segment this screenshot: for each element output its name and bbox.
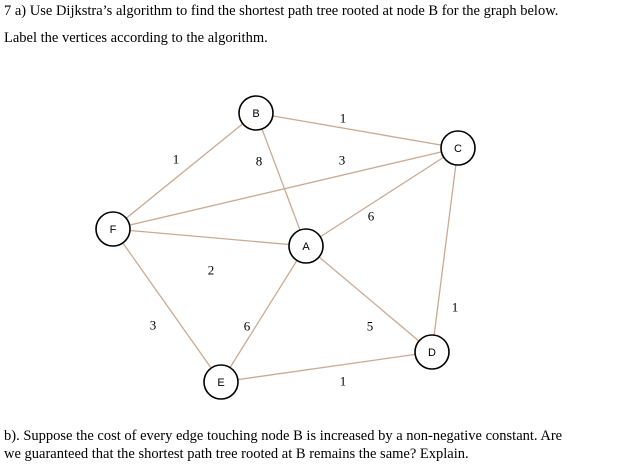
edge-weight-f-c: 3 bbox=[339, 153, 346, 168]
node-f bbox=[95, 211, 131, 247]
node-label-a: A bbox=[302, 241, 310, 253]
edge-e-d bbox=[220, 351, 433, 383]
edge-weight-e-d: 1 bbox=[340, 374, 347, 389]
edge-b-a bbox=[255, 112, 307, 247]
part-b-line-1: b). Suppose the cost of every edge touch… bbox=[4, 428, 563, 444]
question-line-2: Label the vertices according to the algo… bbox=[4, 30, 268, 46]
edge-weight-c-d: 1 bbox=[452, 300, 459, 315]
edge-weight-b-c: 1 bbox=[340, 111, 347, 126]
node-c bbox=[440, 130, 476, 166]
edge-weight-a-d: 5 bbox=[367, 319, 374, 334]
edge-f-a bbox=[112, 228, 307, 247]
edge-weight-b-a: 8 bbox=[256, 154, 263, 169]
node-label-d: D bbox=[428, 347, 436, 359]
edge-c-d bbox=[431, 147, 459, 353]
edge-weight-f-e: 3 bbox=[150, 318, 157, 333]
edge-f-e bbox=[112, 228, 222, 383]
edges-layer: 1 1 8 3 6 2 3 6 5 1 1 bbox=[112, 111, 459, 389]
node-label-b: B bbox=[252, 108, 259, 120]
node-b bbox=[238, 95, 274, 131]
edge-a-e bbox=[220, 245, 307, 383]
edge-b-f bbox=[112, 112, 257, 230]
node-label-f: F bbox=[110, 224, 117, 236]
edge-weight-a-e: 6 bbox=[244, 319, 251, 334]
edge-weight-b-f: 1 bbox=[173, 152, 180, 167]
nodes-layer: B C F A D E bbox=[95, 95, 476, 400]
edge-a-c bbox=[305, 147, 459, 247]
edge-weight-f-a: 2 bbox=[208, 263, 215, 278]
node-label-c: C bbox=[454, 143, 462, 155]
question-line-1: 7 a) Use Dijkstra’s algorithm to find th… bbox=[4, 3, 559, 19]
node-label-e: E bbox=[217, 377, 224, 389]
node-a bbox=[288, 228, 324, 264]
edge-a-d bbox=[305, 245, 433, 353]
edge-weight-a-c: 6 bbox=[368, 209, 375, 224]
edge-b-c bbox=[255, 112, 459, 149]
node-d bbox=[414, 334, 450, 370]
node-e bbox=[203, 364, 239, 400]
edge-f-c bbox=[112, 147, 459, 230]
part-b-line-2: we guaranteed that the shortest path tre… bbox=[4, 446, 469, 462]
